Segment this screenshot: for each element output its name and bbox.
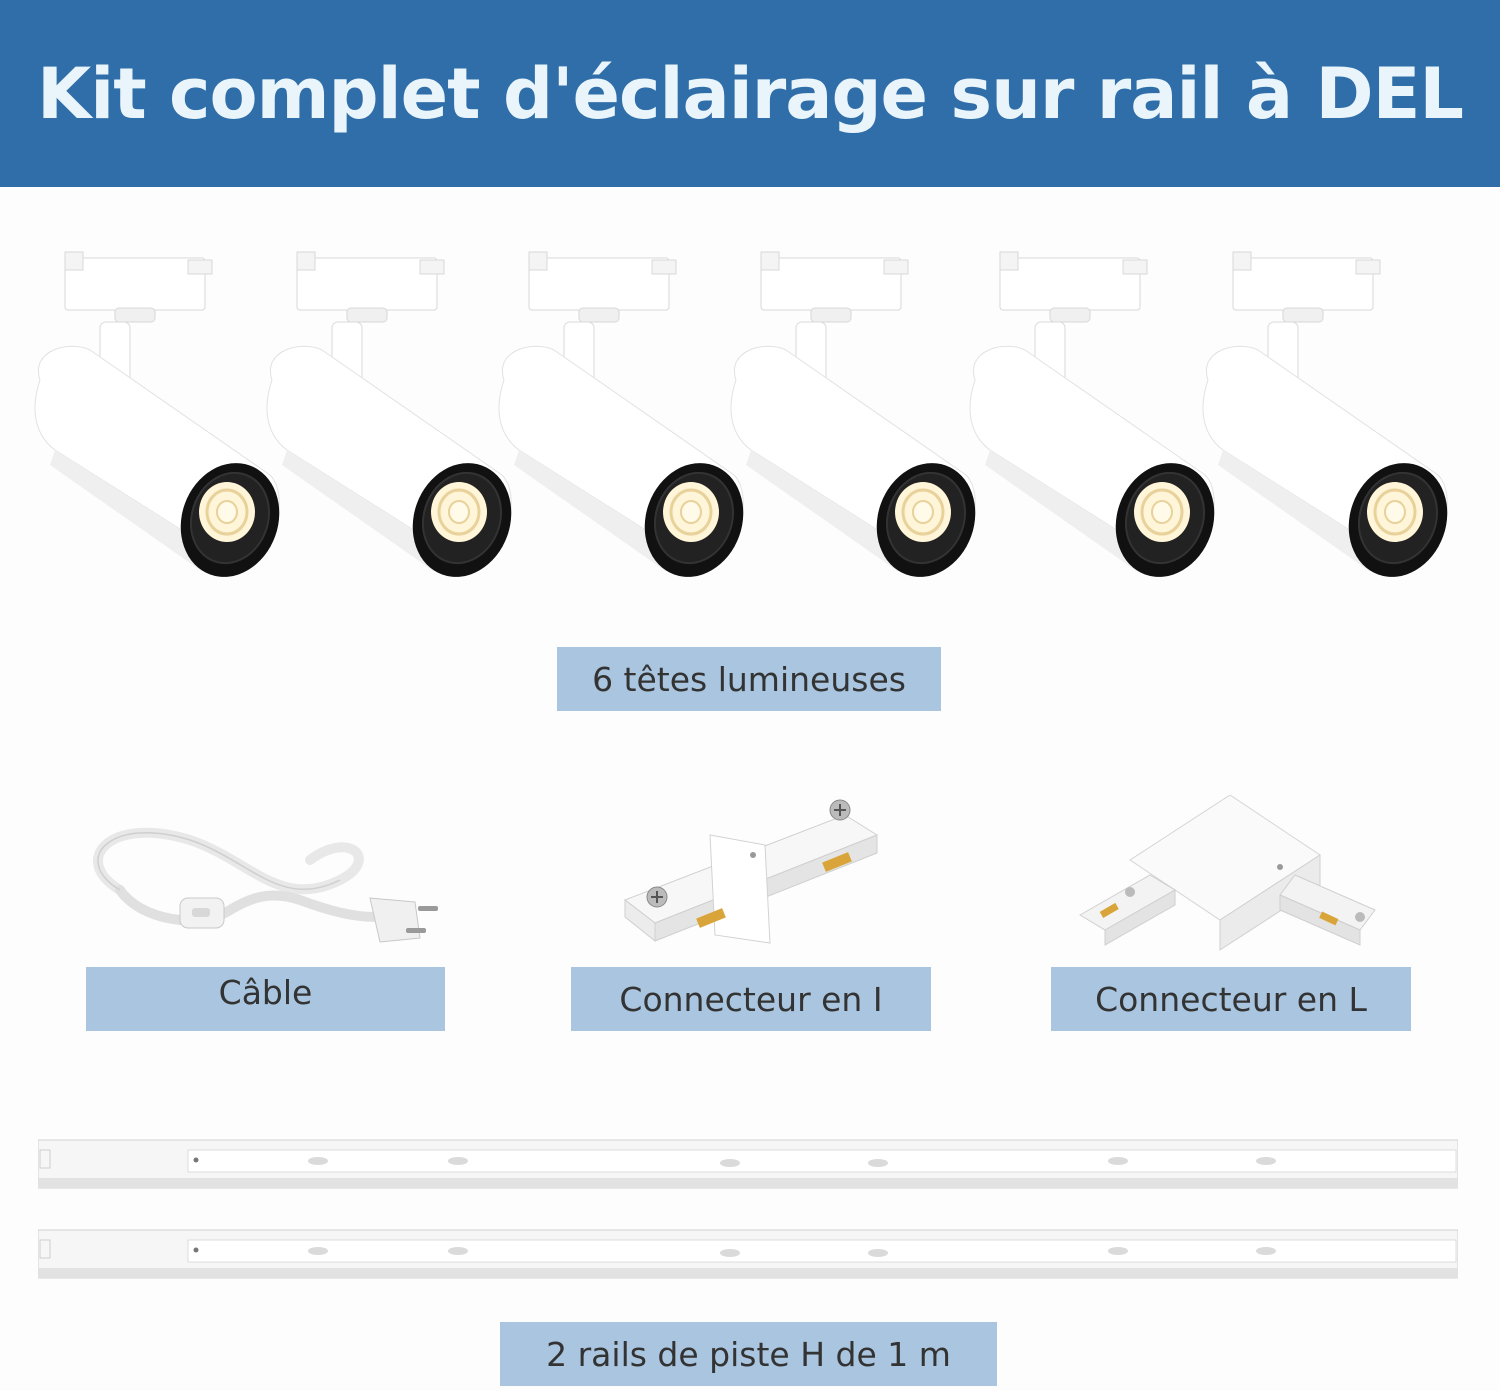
track-spotlight-icon <box>955 250 1215 590</box>
label-cable: Câble <box>86 967 445 1031</box>
header-banner: Kit complet d'éclairage sur rail à DEL <box>0 0 1500 187</box>
l-connector-icon <box>1070 795 1400 955</box>
track-spotlight-icon <box>20 250 280 590</box>
track-spotlight-icon <box>252 250 512 590</box>
label-connector-i: Connecteur en I <box>571 967 931 1031</box>
track-spotlight-icon <box>484 250 744 590</box>
track-spotlight-icon <box>716 250 976 590</box>
track-spotlight-icon <box>1188 250 1448 590</box>
label-rails: 2 rails de piste H de 1 m <box>500 1322 997 1386</box>
label-heads: 6 têtes lumineuses <box>557 647 941 711</box>
page-title: Kit complet d'éclairage sur rail à DEL <box>36 52 1464 135</box>
track-rail-icon <box>38 1228 1458 1280</box>
label-connector-l: Connecteur en L <box>1051 967 1411 1031</box>
track-rail-icon <box>38 1138 1458 1190</box>
i-connector-icon <box>615 795 885 960</box>
power-cable-icon <box>80 820 450 950</box>
